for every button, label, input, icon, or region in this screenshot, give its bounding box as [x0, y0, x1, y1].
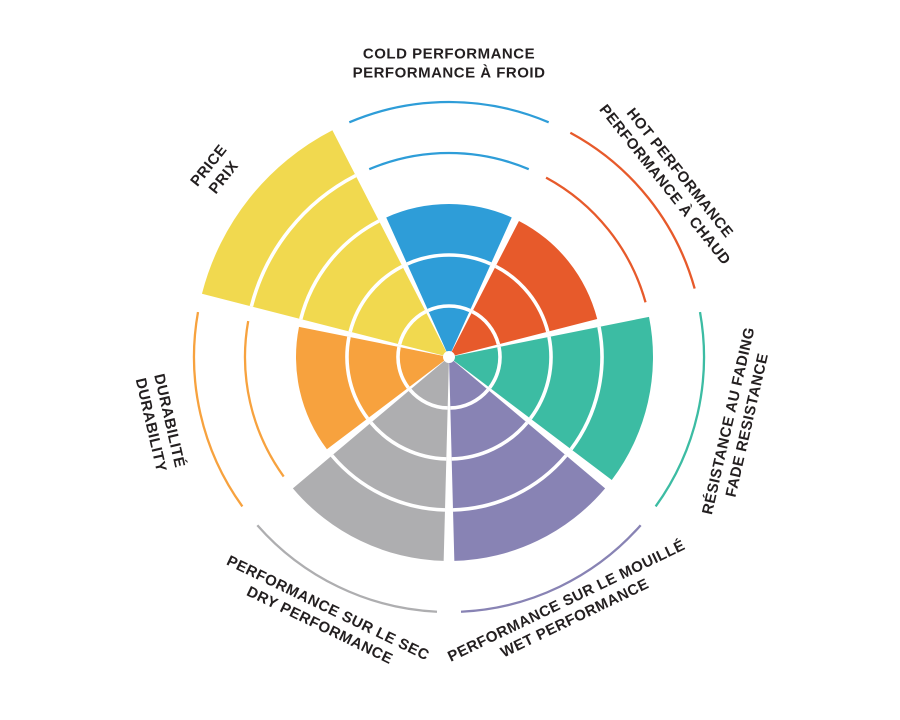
- ring-divider-cold-performance-2: [406, 253, 492, 266]
- ring-divider-dry-performance-1: [408, 388, 448, 410]
- empty-ring-arc-cold-performance-5: [348, 100, 550, 124]
- ring-divider-fade-resistance-3: [569, 326, 604, 451]
- ring-divider-fade-resistance-2: [528, 336, 553, 420]
- ring-divider-hot-performance-1: [471, 310, 501, 345]
- empty-ring-arc-fade-resistance-5: [654, 311, 706, 508]
- ring-divider-wet-performance-1: [450, 388, 490, 410]
- ring-divider-price-3: [299, 219, 380, 320]
- ring-divider-dry-performance-2: [369, 421, 447, 461]
- sector-wedge-price: [201, 130, 447, 356]
- empty-ring-arc-durability-5: [192, 311, 244, 508]
- empty-ring-arc-durability-4: [243, 320, 285, 478]
- sector-label-line2-cold-performance: PERFORMANCE À FROID: [353, 65, 546, 82]
- ring-divider-durability-2: [345, 336, 370, 420]
- empty-ring-arc-hot-performance-4: [545, 176, 647, 303]
- ring-divider-price-2: [348, 264, 404, 333]
- ring-divider-cold-performance-1: [427, 304, 471, 313]
- empty-ring-arc-cold-performance-4: [368, 151, 530, 171]
- sector-wedge-wet-performance: [449, 360, 606, 561]
- ring-divider-price-4: [249, 173, 357, 307]
- ring-divider-durability-1: [396, 346, 410, 389]
- ring-divider-price-1: [397, 310, 427, 345]
- ring-divider-hot-performance-2: [494, 264, 550, 333]
- sector-label-line2-hot-performance: PERFORMANCE À CHAUD: [596, 101, 734, 268]
- sector-wedge-durability: [296, 326, 445, 450]
- sector-label-line1-hot-performance: HOT PERFORMANCE: [623, 105, 737, 241]
- ring-divider-dry-performance-3: [330, 454, 446, 512]
- empty-ring-arc-hot-performance-5: [569, 131, 696, 289]
- empty-ring-arc-dry-performance-5: [256, 524, 438, 613]
- sector-wedge-cold-performance: [386, 204, 512, 352]
- sector-label-line1-cold-performance: COLD PERFORMANCE: [363, 46, 535, 63]
- sector-wedge-dry-performance: [292, 360, 449, 561]
- ring-divider-fade-resistance-1: [488, 346, 502, 389]
- sector-label-cold-performance: COLD PERFORMANCE PERFORMANCE À FROID: [353, 46, 546, 82]
- ring-divider-wet-performance-3: [452, 454, 568, 512]
- empty-ring-arc-wet-performance-5: [460, 524, 642, 613]
- ring-divider-wet-performance-2: [451, 421, 529, 461]
